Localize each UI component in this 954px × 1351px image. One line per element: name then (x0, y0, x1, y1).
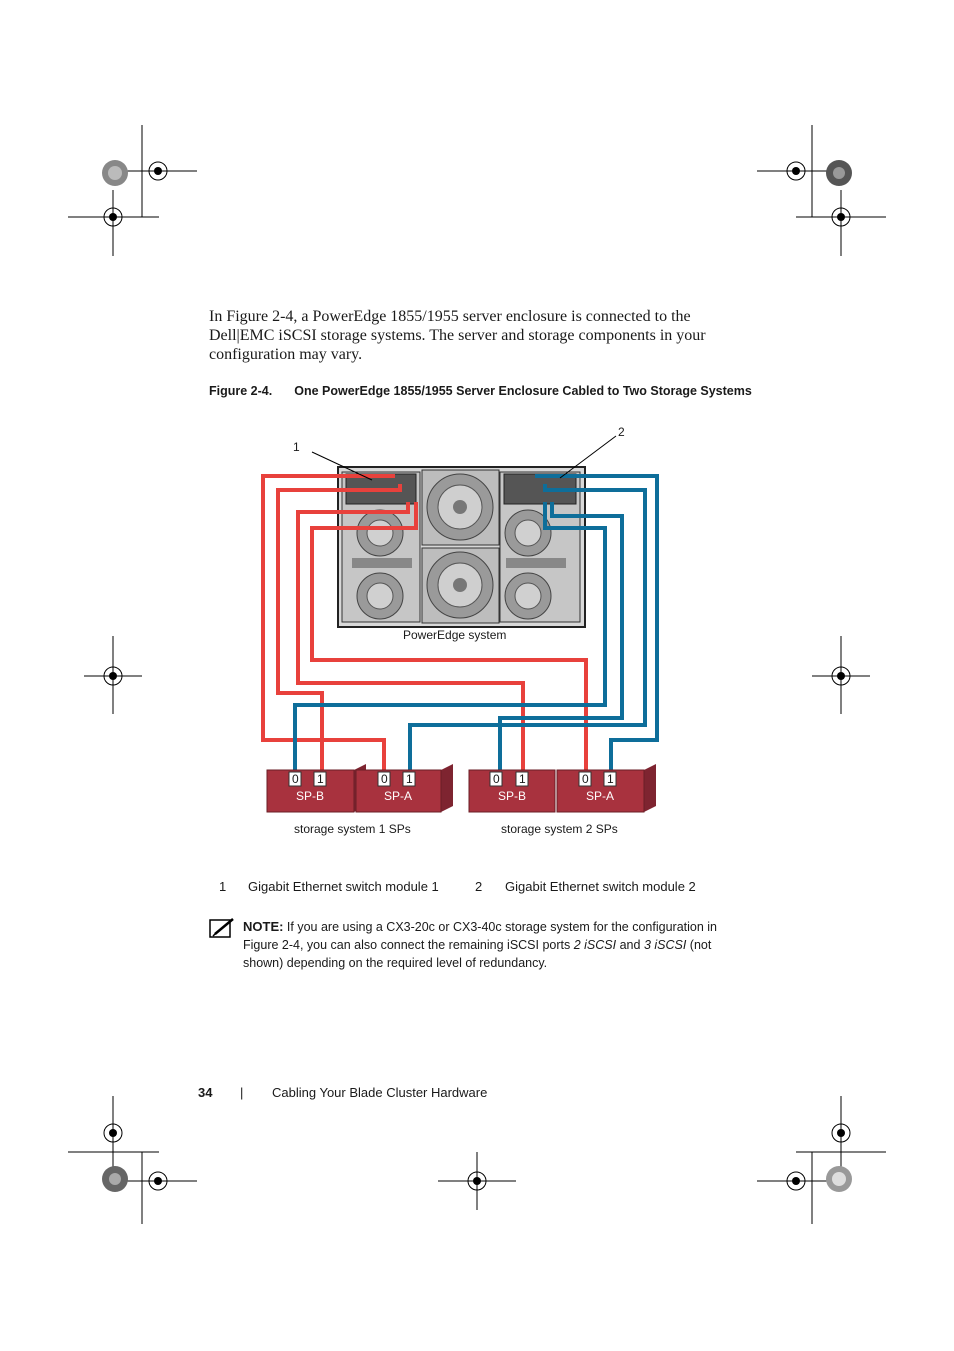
s1-spa-label: SP-A (384, 789, 413, 803)
figure-number: Figure 2-4. (209, 384, 273, 398)
s1-spa-port0: 0 (381, 772, 388, 786)
legend-num-1: 1 (219, 879, 227, 894)
figure-title: One PowerEdge 1855/1955 Server Enclosure… (294, 384, 752, 398)
s2-spa-label: SP-A (586, 789, 615, 803)
pencil-note-icon (209, 918, 234, 938)
s2-spa-port1: 1 (607, 772, 614, 786)
s1-spb-port1: 1 (317, 772, 324, 786)
storage2-label: storage system 2 SPs (501, 822, 618, 836)
figure-caption: Figure 2-4. One PowerEdge 1855/1955 Serve… (209, 384, 769, 398)
legend-text-1: Gigabit Ethernet switch module 1 (248, 879, 439, 894)
callout-1: 1 (293, 440, 300, 454)
note-port-a: 2 iSCSI (573, 938, 617, 952)
poweredge-label: PowerEdge system (403, 628, 507, 642)
poweredge-enclosure (337, 466, 586, 628)
intro-paragraph: In Figure 2-4, a PowerEdge 1855/1955 ser… (209, 308, 706, 363)
storage1-spb-box (266, 764, 366, 813)
callout-2: 2 (618, 425, 625, 439)
storage1-spa-box (355, 764, 453, 813)
legend-text-2: Gigabit Ethernet switch module 2 (505, 879, 696, 894)
switch2-cables (293, 474, 659, 770)
s1-spa-port1: 1 (406, 772, 413, 786)
storage2-spb-box (468, 769, 556, 813)
legend-num-2: 2 (475, 879, 483, 894)
footer-separator: | (240, 1085, 244, 1100)
storage1-label: storage system 1 SPs (294, 822, 411, 836)
note-body-3: (not shown) depending on the required le… (243, 938, 712, 970)
note-text: NOTE: If you are using a CX3-20c or CX3-… (243, 918, 723, 972)
note-body-1: If you are using a CX3-20c or CX3-40c st… (243, 920, 718, 952)
footer-section-title: Cabling Your Blade Cluster Hardware (272, 1085, 488, 1100)
note-body-2: and (616, 938, 644, 952)
s2-spb-label: SP-B (498, 789, 527, 803)
page-number: 34 (198, 1085, 213, 1100)
s2-spa-port0: 0 (582, 772, 589, 786)
note-port-b: 3 iSCSI (643, 938, 687, 952)
note-label: NOTE: (243, 919, 284, 934)
s2-spb-port0: 0 (493, 772, 500, 786)
s1-spb-port0: 0 (292, 772, 299, 786)
storage2-spa-box (556, 764, 656, 813)
s2-spb-port1: 1 (519, 772, 526, 786)
s1-spb-label: SP-B (296, 789, 325, 803)
